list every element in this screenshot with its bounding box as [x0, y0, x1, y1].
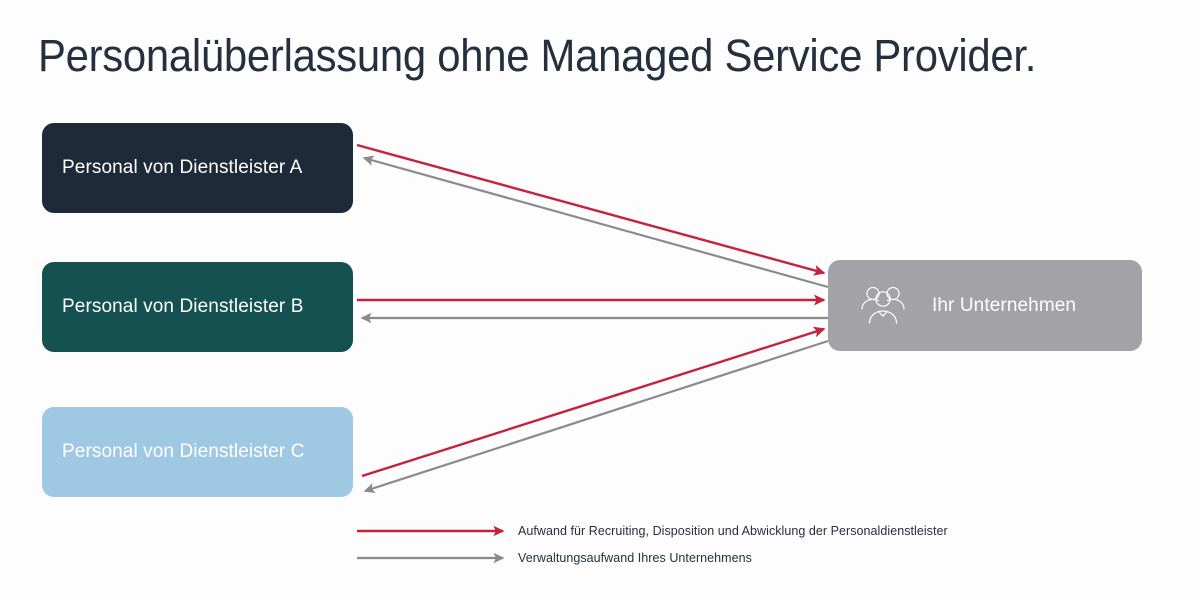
- legend-item-administration: Verwaltungsaufwand Ihres Unternehmens: [357, 549, 752, 567]
- arrow-provider-c-to-company-red: [361, 326, 826, 478]
- legend-swatch-gray: [357, 552, 505, 564]
- legend-item-recruiting: Aufwand für Recruiting, Disposition und …: [357, 522, 948, 540]
- node-provider-a[interactable]: Personal von Dienstleister A: [42, 123, 353, 213]
- group-of-people-icon: [861, 286, 905, 324]
- legend-swatch-red: [357, 525, 505, 537]
- legend-label-administration: Verwaltungsaufwand Ihres Unternehmens: [518, 551, 752, 565]
- arrow-provider-a-to-company-red: [356, 143, 826, 276]
- legend-label-recruiting: Aufwand für Recruiting, Disposition und …: [518, 524, 948, 538]
- node-provider-b[interactable]: Personal von Dienstleister B: [42, 262, 353, 352]
- arrow-company-to-provider-a-gray: [362, 155, 829, 289]
- node-provider-a-label: Personal von Dienstleister A: [62, 157, 303, 178]
- node-provider-b-label: Personal von Dienstleister B: [62, 296, 304, 317]
- page-title: Personalüberlassung ohne Managed Service…: [38, 30, 1037, 81]
- node-provider-c[interactable]: Personal von Dienstleister C: [42, 407, 353, 497]
- node-company[interactable]: Ihr Unternehmen: [828, 260, 1142, 351]
- node-provider-c-label: Personal von Dienstleister C: [62, 441, 305, 462]
- node-company-label: Ihr Unternehmen: [932, 294, 1077, 316]
- arrow-company-to-provider-c-gray: [363, 339, 829, 494]
